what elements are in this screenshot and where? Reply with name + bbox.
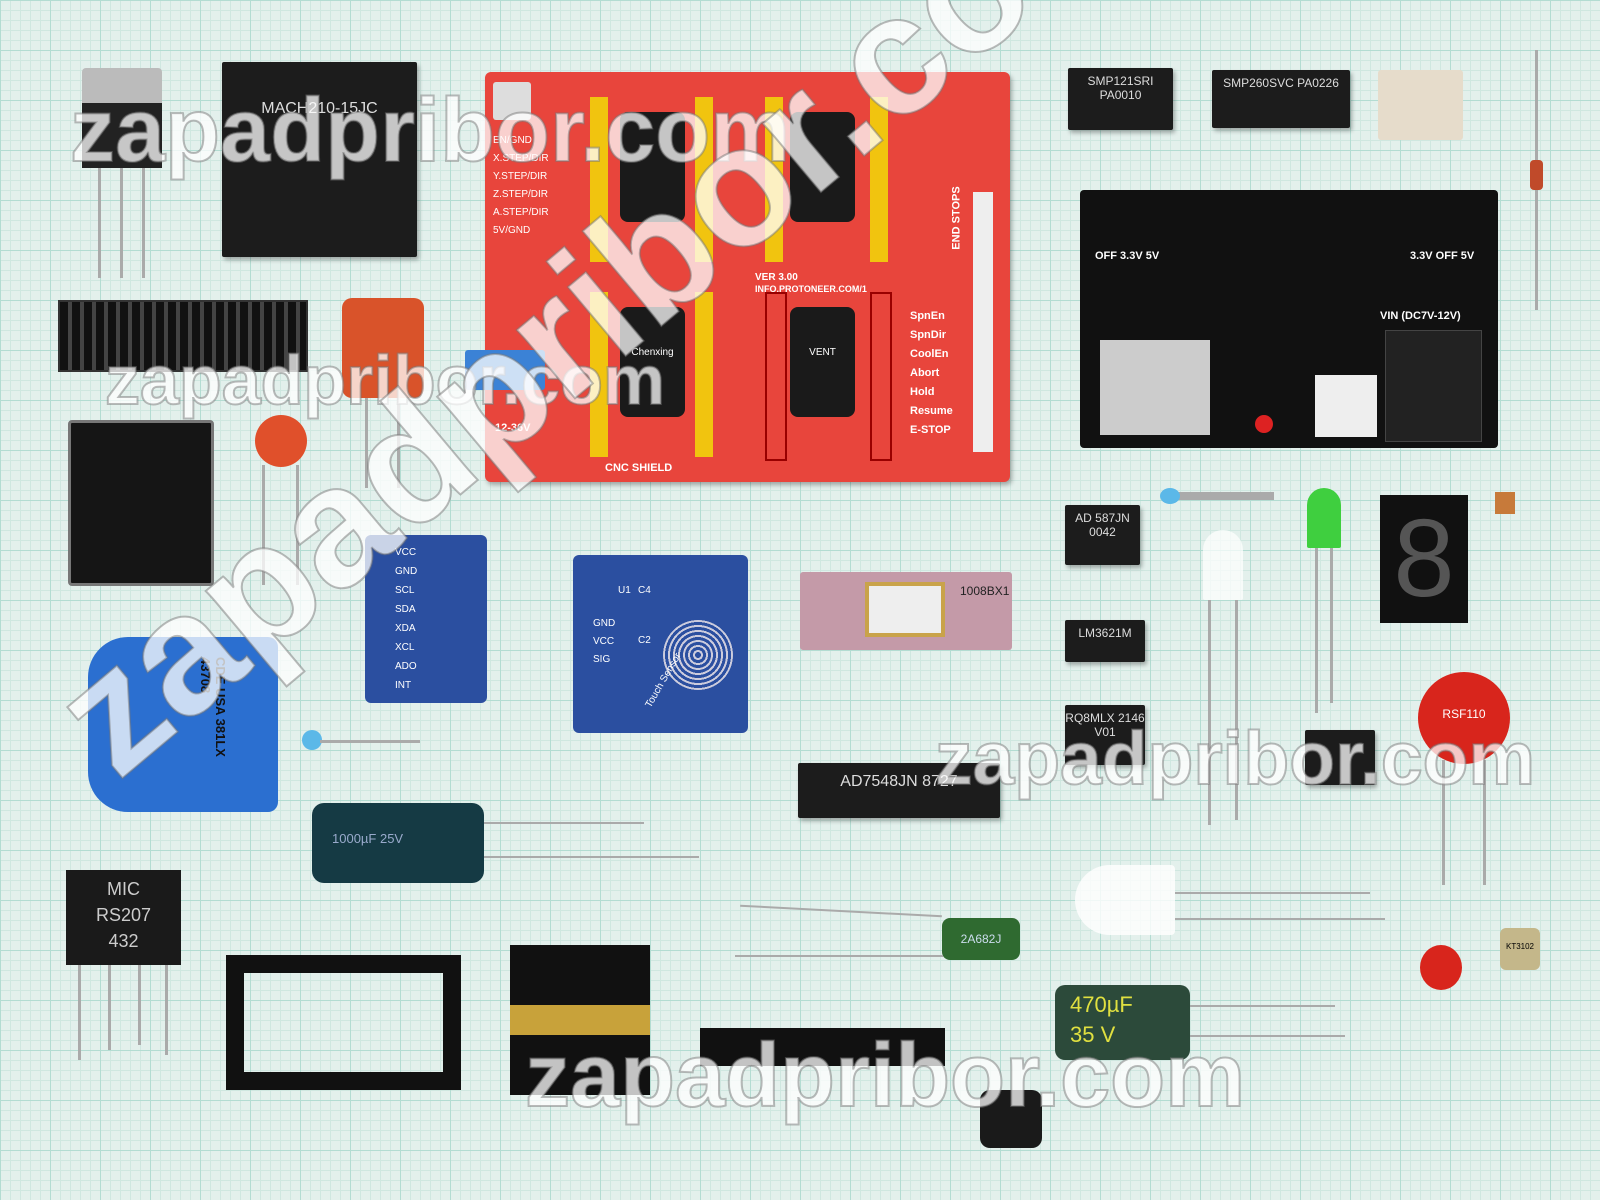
- pin-label: Z.STEP/DIR: [493, 189, 549, 200]
- chip-socket: [68, 420, 214, 586]
- power-switch[interactable]: [1315, 375, 1377, 437]
- soic-chip: LM3621M: [1065, 620, 1145, 662]
- pin-label: SpnEn: [910, 310, 945, 322]
- breadboard-power-module: OFF 3.3V 5V 3.3V OFF 5V VIN (DC7V-12V): [1080, 190, 1498, 448]
- ceramic-capacitor: [1420, 945, 1462, 990]
- tantalum-capacitor: [342, 298, 424, 398]
- dip-socket: [58, 300, 308, 372]
- url-label: INFO.PROTONEER.COM/1: [755, 284, 867, 294]
- stepper-driver: VENT: [790, 307, 855, 417]
- endstops-label: END STOPS: [950, 186, 963, 250]
- pin-label: E-STOP: [910, 424, 951, 436]
- version-label: VER 3.00: [755, 272, 798, 283]
- ceramic-capacitor: [255, 415, 307, 467]
- ceramic-capacitor: [1495, 492, 1515, 514]
- film-capacitor: 2A682J: [942, 918, 1020, 960]
- stepper-driver: [620, 112, 685, 222]
- usb-port[interactable]: [1100, 340, 1210, 435]
- pin-header: [700, 1028, 945, 1066]
- pin-label: CoolEn: [910, 348, 949, 360]
- electrolytic-capacitor: 1000µF 25V: [312, 803, 484, 883]
- seven-segment-display: 8: [1380, 495, 1468, 623]
- jumper-label: 3.3V OFF 5V: [1410, 250, 1475, 262]
- pin-label: A.STEP/DIR: [493, 207, 549, 218]
- dc-jack[interactable]: [1385, 330, 1482, 442]
- dip-chip: [1305, 730, 1375, 785]
- to220-transistor: [82, 68, 162, 278]
- crystal-array: [510, 945, 650, 1095]
- dip-chip: AD7548JN 8727: [798, 763, 1000, 818]
- plcc-label: MACH210-15JC: [261, 100, 378, 117]
- stepper-driver: Chenxing: [620, 307, 685, 417]
- board-title: CNC SHIELD: [605, 462, 673, 474]
- smd-chip: SMP121SRI PA0010: [1068, 68, 1173, 130]
- inductor: [980, 1090, 1042, 1148]
- soic-chip: RQ8MLX 2146 V01: [1065, 705, 1145, 765]
- small-capacitor: [1162, 492, 1274, 500]
- pin-label: X.STEP/DIR: [493, 153, 549, 164]
- stepper-driver: [790, 112, 855, 222]
- eprom-chip: 1008BX1: [800, 572, 1012, 650]
- pin-label: 5V/GND: [493, 225, 531, 236]
- jumper-label: OFF 3.3V 5V: [1095, 250, 1160, 262]
- pin-label: SpnDir: [910, 329, 947, 341]
- varistor: RSF110: [1418, 672, 1510, 764]
- reset-button[interactable]: [493, 82, 531, 120]
- cnc-shield: EN/GND X.STEP/DIR Y.STEP/DIR Z.STEP/DIR …: [465, 72, 1010, 482]
- plcc-chip: MACH210-15JC: [222, 62, 417, 257]
- pin-label: Y.STEP/DIR: [493, 171, 548, 182]
- led-clear: [1203, 530, 1243, 600]
- led-green: [1307, 488, 1341, 548]
- screw-terminal[interactable]: [465, 350, 545, 390]
- pin-label: Abort: [910, 367, 940, 379]
- dc-dc-module: [1378, 70, 1463, 140]
- pin-label: Hold: [910, 386, 935, 398]
- voltage-label: 12-36V: [495, 422, 531, 434]
- pin-label: EN/GND: [493, 135, 532, 146]
- pin-label: Resume: [910, 405, 953, 417]
- cde-capacitor: CDE USA 381LX 43708: [88, 637, 278, 812]
- led-10mm: [1075, 865, 1175, 935]
- ic-socket: [226, 955, 461, 1090]
- metal-can-transistor: KT3102: [1500, 928, 1540, 970]
- vin-label: VIN (DC7V-12V): [1380, 310, 1461, 322]
- dip-chip: AD 587JN 0042: [1065, 505, 1140, 565]
- smd-chip: SMP260SVC PA0226: [1212, 70, 1350, 128]
